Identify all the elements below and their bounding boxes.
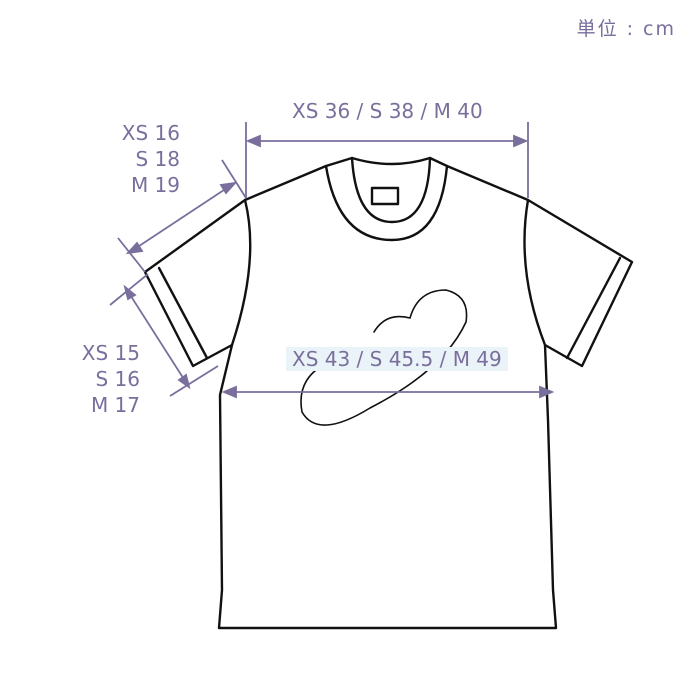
arrowhead (177, 373, 191, 390)
sleeve-opening-ext-bottom (169, 365, 219, 397)
sleeve-opening-dimension-line (126, 289, 188, 385)
sleeve-length-label: XS 16 S 18 M 19 (96, 120, 180, 198)
right-sleeve-cuff (565, 256, 622, 360)
right-armhole-seam (523, 198, 547, 347)
arrowhead (539, 385, 555, 399)
arrowhead (219, 181, 238, 195)
left-armhole-seam (230, 198, 252, 347)
arrowhead (125, 241, 144, 255)
neck-tag (370, 186, 400, 206)
sleeve-length-ext-bottom (117, 237, 146, 273)
sleeve-opening-label: XS 15 S 16 M 17 (56, 340, 140, 418)
sleeve-opening-xs: XS 15 (81, 341, 140, 365)
sleeve-length-ext-top (221, 159, 247, 199)
arrowhead (221, 385, 237, 399)
sleeve-opening-s: S 16 (95, 367, 140, 391)
chest-print-squiggle (300, 289, 468, 426)
arrowhead (513, 134, 529, 148)
sleeve-length-s: S 18 (135, 147, 180, 171)
sleeve-length-m: M 19 (130, 173, 180, 197)
sleeve-length-dimension-line (129, 183, 234, 253)
arrowhead (123, 284, 137, 301)
shoulder-width-label: XS 36 / S 38 / M 40 (292, 99, 483, 123)
chest-width-text: XS 43 / S 45.5 / M 49 (286, 347, 508, 371)
collar-outer (324, 164, 449, 242)
collar-inner (350, 156, 432, 224)
unit-label: 単位 : cm (576, 18, 676, 40)
sleeve-opening-m: M 17 (90, 393, 140, 417)
left-sleeve-cuff (157, 266, 209, 360)
chest-width-label: XS 43 / S 45.5 / M 49 (286, 346, 508, 372)
sleeve-length-xs: XS 16 (121, 121, 180, 145)
arrowhead (245, 134, 261, 148)
tshirt-body-outline (143, 156, 634, 630)
